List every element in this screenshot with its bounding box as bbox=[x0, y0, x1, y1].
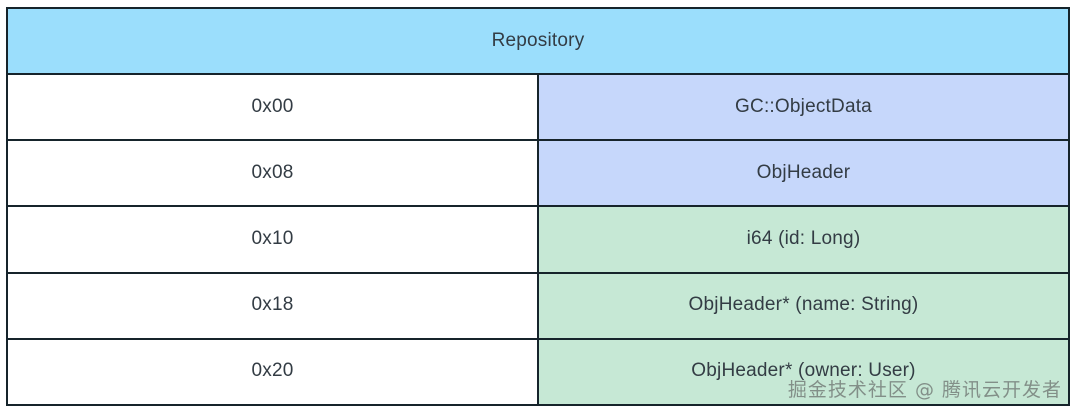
table-row: 0x20 ObjHeader* (owner: User) bbox=[6, 337, 1070, 407]
table-row: 0x10 i64 (id: Long) bbox=[6, 205, 1070, 274]
offset-label: 0x08 bbox=[6, 139, 539, 208]
field-label: ObjHeader* (name: String) bbox=[537, 271, 1070, 340]
object-memory-layout-table: Repository 0x00 GC::ObjectData 0x08 ObjH… bbox=[6, 6, 1070, 407]
diagram-title: Repository bbox=[6, 6, 1070, 76]
table-header-row: Repository bbox=[6, 6, 1070, 76]
field-label: i64 (id: Long) bbox=[537, 205, 1070, 274]
offset-label: 0x00 bbox=[6, 73, 539, 142]
table-row: 0x18 ObjHeader* (name: String) bbox=[6, 271, 1070, 340]
offset-label: 0x20 bbox=[6, 337, 539, 407]
table-row: 0x00 GC::ObjectData bbox=[6, 73, 1070, 142]
field-label: GC::ObjectData bbox=[537, 73, 1070, 142]
offset-label: 0x10 bbox=[6, 205, 539, 274]
field-label: ObjHeader* (owner: User) bbox=[537, 337, 1070, 407]
table-row: 0x08 ObjHeader bbox=[6, 139, 1070, 208]
field-label: ObjHeader bbox=[537, 139, 1070, 208]
offset-label: 0x18 bbox=[6, 271, 539, 340]
